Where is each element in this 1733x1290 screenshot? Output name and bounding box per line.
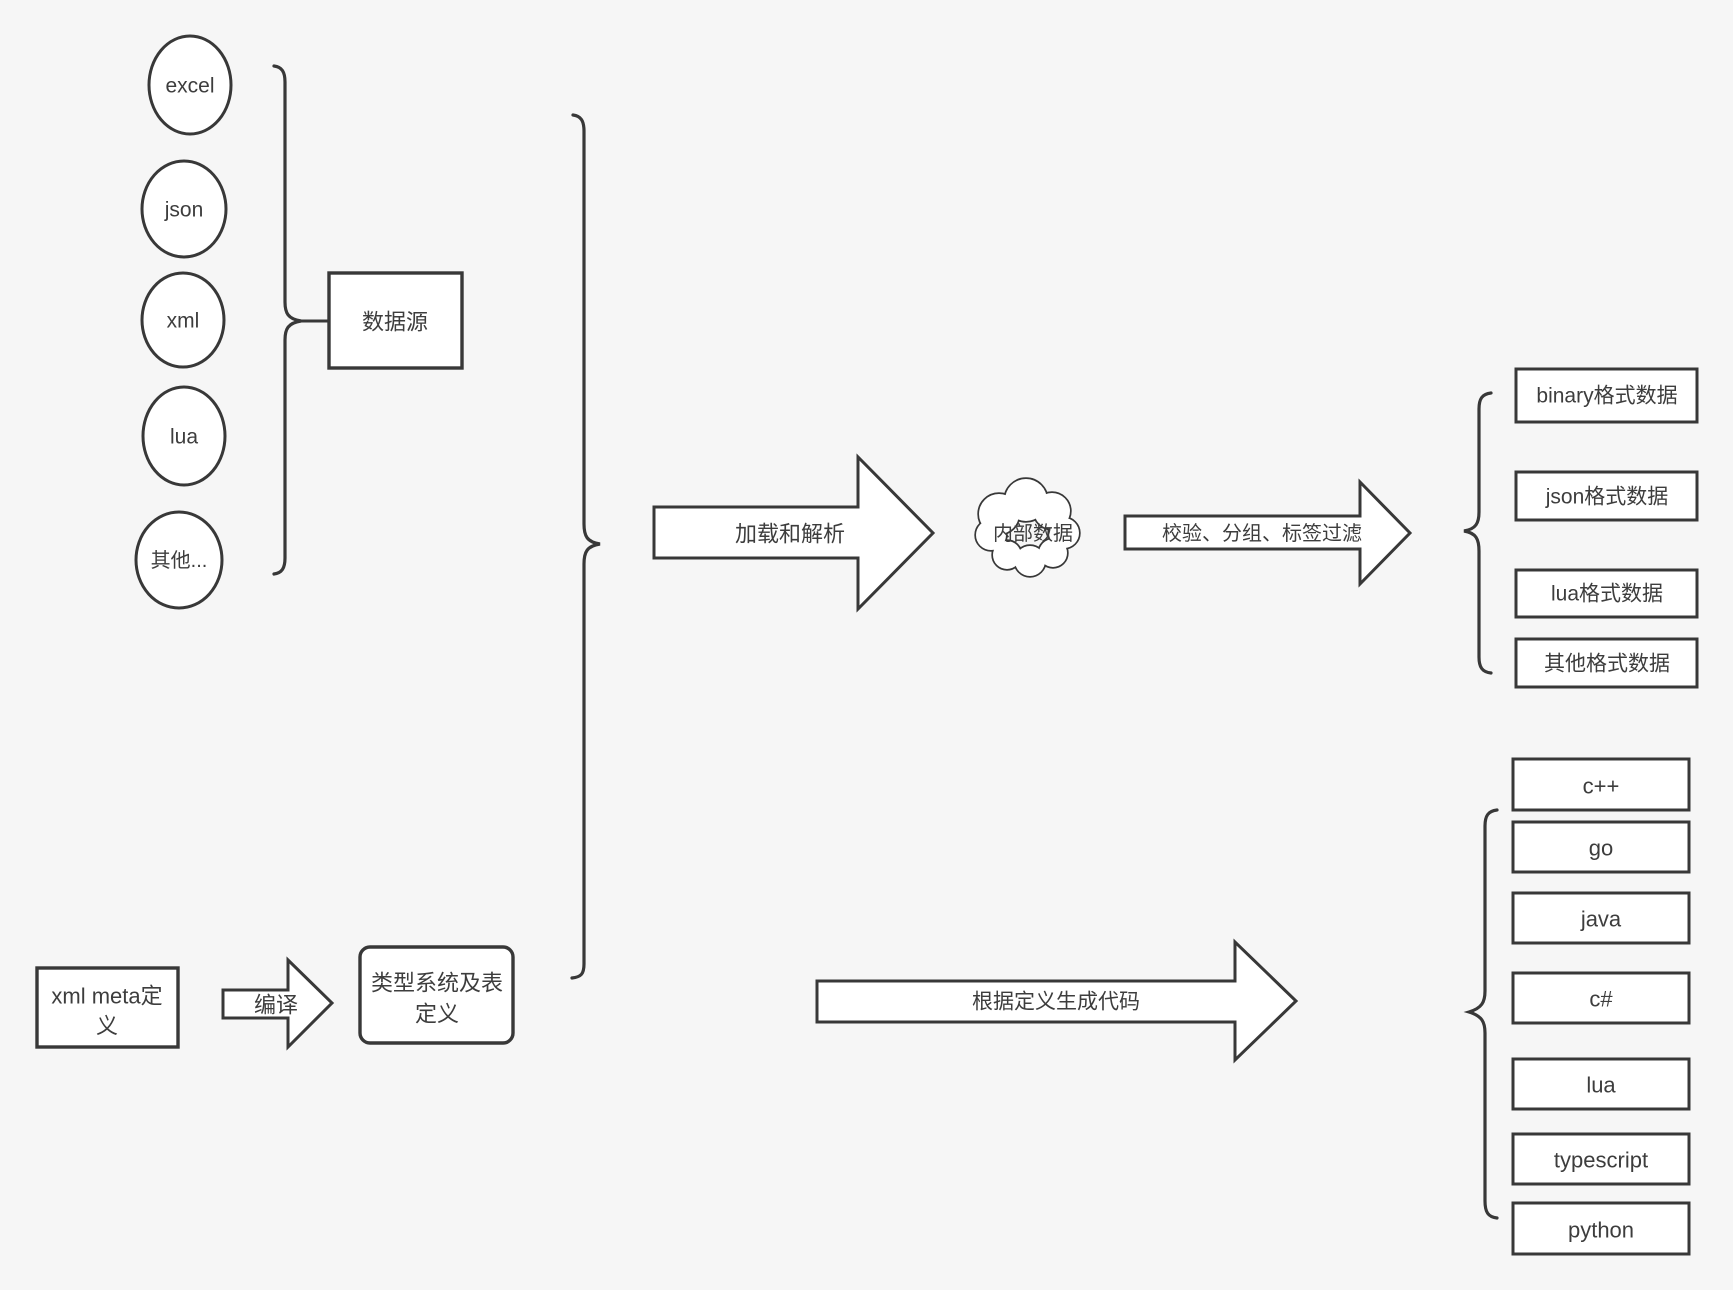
data-source-label: 数据源 bbox=[362, 310, 428, 335]
ellipse-source-xml bbox=[140, 271, 226, 369]
source-label-xml: xml bbox=[167, 310, 200, 333]
language-label-python: python bbox=[1568, 1218, 1634, 1243]
language-box-typescript bbox=[1511, 1132, 1691, 1186]
xml-meta-box bbox=[35, 966, 180, 1049]
codegen-arrow-label: 根据定义生成代码 bbox=[972, 991, 1140, 1014]
language-box-lua bbox=[1511, 1057, 1691, 1111]
data-source-box bbox=[327, 271, 464, 370]
compile-arrow bbox=[221, 956, 335, 1051]
ellipse-source-excel bbox=[147, 34, 233, 136]
language-label-cpp: c++ bbox=[1583, 774, 1620, 799]
language-label-csharp: c# bbox=[1589, 987, 1613, 1012]
language-label-lua: lua bbox=[1586, 1073, 1616, 1098]
source-label-excel: excel bbox=[165, 75, 214, 98]
format-label-other: 其他格式数据 bbox=[1544, 653, 1670, 676]
load-parse-arrow bbox=[652, 453, 936, 613]
filter-arrow-label: 校验、分组、标签过滤 bbox=[1162, 522, 1362, 545]
ellipse-source-json bbox=[140, 159, 228, 259]
brace-sources-group bbox=[272, 64, 302, 576]
codegen-arrow bbox=[815, 938, 1299, 1064]
format-box-lua bbox=[1514, 568, 1699, 619]
source-label-lua: lua bbox=[170, 426, 198, 449]
compile-arrow-label: 编译 bbox=[254, 993, 298, 1018]
language-label-typescript: typescript bbox=[1554, 1148, 1648, 1173]
brace-inputs-group bbox=[570, 113, 601, 980]
format-label-json: json格式数据 bbox=[1545, 486, 1669, 509]
language-box-go bbox=[1511, 820, 1691, 874]
format-output-group: binary格式数据 json格式数据 lua格式数据 其他格式数据 bbox=[1514, 367, 1699, 689]
source-label-other: 其他... bbox=[151, 549, 208, 572]
type-system-label-line1: 类型系统及表 bbox=[371, 971, 503, 996]
brace-format-outputs bbox=[1463, 391, 1493, 675]
type-system-box bbox=[358, 945, 515, 1045]
format-label-binary: binary格式数据 bbox=[1536, 385, 1677, 408]
language-label-java: java bbox=[1580, 907, 1622, 932]
format-box-json bbox=[1514, 470, 1699, 522]
internal-data-cloud-label: 内部数据 bbox=[993, 522, 1073, 545]
internal-data-cloud: 内部数据 bbox=[974, 477, 1081, 578]
type-system-label-line2: 定义 bbox=[415, 1002, 459, 1027]
ellipse-source-other bbox=[134, 510, 224, 610]
language-group: c++ go java c# lua typescript python bbox=[1511, 757, 1691, 1256]
filter-arrow bbox=[1123, 478, 1413, 588]
language-label-go: go bbox=[1589, 836, 1613, 861]
language-box-cpp bbox=[1511, 757, 1691, 812]
format-box-binary bbox=[1514, 367, 1699, 424]
xml-meta-label-line2: 义 bbox=[96, 1014, 118, 1039]
source-label-json: json bbox=[164, 199, 204, 222]
language-box-python bbox=[1511, 1201, 1691, 1256]
brace-languages bbox=[1463, 808, 1499, 1220]
xml-meta-label-line1: xml meta定 bbox=[51, 984, 162, 1009]
language-box-java bbox=[1511, 891, 1691, 945]
load-parse-arrow-label: 加载和解析 bbox=[735, 522, 845, 547]
source-nodes-group: excel json xml lua 其他... bbox=[134, 34, 233, 610]
language-box-csharp bbox=[1511, 971, 1691, 1025]
format-label-lua: lua格式数据 bbox=[1551, 583, 1663, 606]
format-box-other bbox=[1514, 637, 1699, 689]
ellipse-source-lua bbox=[141, 385, 227, 487]
